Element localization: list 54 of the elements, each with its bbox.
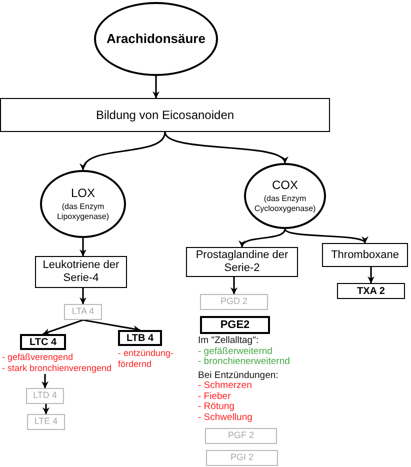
node-label: PGD 2 [220,295,248,308]
arrow [82,319,140,332]
node-label: Leukotriene der Serie-4 [42,259,120,285]
process-box [337,283,405,299]
node-label: LTC 4 [29,336,57,350]
node-sublabel: (das Enzym Cyclooxygenase) [253,194,317,214]
arrow [81,132,166,170]
arrow [42,404,50,414]
process-box [186,247,298,277]
arrow [284,228,366,244]
note-text: - gefäßverengend [2,352,74,363]
arrow [240,228,286,248]
arrow [368,267,374,284]
arrow [152,76,160,98]
arrow [80,238,86,256]
banner-box [0,98,330,132]
node-label: LTE 4 [34,415,58,428]
node-label: PGE2 [220,318,250,333]
note-text: Bei Entzündungen: [198,370,278,381]
arrow [80,288,86,304]
note-text: - Schwellung [198,412,252,423]
process-box [205,428,277,444]
node-label: Bildung von Eicosanoiden [96,107,234,124]
node-label: PGI 2 [230,451,254,464]
arrow [230,277,238,294]
node-label: LTD 4 [33,389,57,402]
node-label: TXA 2 [357,284,385,298]
arrow [42,319,84,336]
process-box [26,388,64,404]
process-box [206,450,278,466]
node-label: Prostaglandine der Serie-2 [194,249,290,275]
process-box [200,294,268,310]
note-text: - Fieber [198,392,231,402]
note-text: - entzündung- fördernd [118,348,175,370]
arrow [164,132,286,164]
note-text: - gefäßerweiternd [198,346,272,357]
node-label: Arachidonsäure [106,30,206,48]
process-box [64,304,102,320]
node-label: LTA 4 [72,305,94,318]
process-box [27,414,65,430]
note-text: - Rötung [198,402,234,412]
node-label: LTB 4 [126,332,154,346]
node-label: COX [272,178,298,192]
arrow [42,374,48,388]
node-label: PGF 2 [228,429,254,442]
node-label: Thromboxane [331,248,399,263]
note-text: - stark bronchienverengend [2,363,112,374]
node-label: LOX [70,186,95,200]
process-box [35,256,127,288]
note-text: - Schmerzen [198,381,252,392]
note-text: Im "Zellalltag": [198,336,259,346]
node-sublabel: (das Enzym Lipoxygenase) [56,202,110,222]
process-box [322,243,408,267]
note-text: - bronchienerweiternd [198,357,290,368]
